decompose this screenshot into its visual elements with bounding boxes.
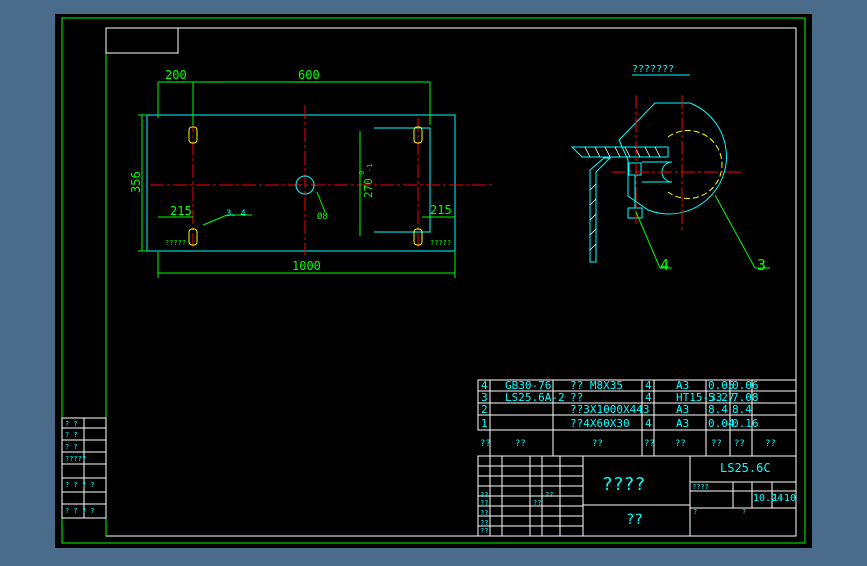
bom-cell-name: ??	[570, 391, 583, 404]
drawing-number: LS25.6C	[720, 461, 771, 475]
stage-label: ????	[692, 483, 709, 491]
title-tiny-2: ?	[742, 508, 746, 516]
bom-cell-code: GB30-76	[505, 379, 551, 392]
bom-cell-no: 4	[481, 379, 488, 392]
bom-cell-mat: A3	[676, 417, 689, 430]
center-hole	[295, 175, 315, 195]
bom-cell-mat: HT15-33	[676, 391, 722, 404]
title-left-label: ??	[480, 519, 488, 527]
dim-356: 356	[129, 171, 143, 193]
bom-cell-w2: 0.16	[732, 417, 759, 430]
bom-cell-qty: 4	[645, 391, 652, 404]
part-name: ????	[602, 474, 645, 495]
bom-cell-w1: 0.04	[708, 417, 735, 430]
bom-header-cell: ??	[644, 439, 655, 449]
title-left-label: ??	[480, 491, 488, 499]
bom-cell-no: 3	[481, 391, 488, 404]
dim-hole-dia: Ø8	[317, 211, 328, 222]
bom-cell-no: 2	[481, 403, 488, 416]
title-mid-label: ??	[545, 491, 553, 499]
slot-holes	[188, 126, 423, 246]
dim-270-tol-upper: 0	[358, 171, 366, 175]
strip-cell: ?????	[65, 455, 86, 463]
strip-cell: ? ?	[65, 431, 78, 439]
bom-cell-w2: 0.06	[732, 379, 759, 392]
dim-215-right: 215	[430, 203, 452, 217]
bom-cell-w1: 5.27	[708, 391, 735, 404]
base-plate-outline	[146, 114, 456, 252]
strip-cell: ? ?	[65, 420, 78, 428]
plan-dimension-lines	[138, 81, 456, 278]
callout-parts-3-4: 3、4	[226, 209, 246, 219]
weight-value: 10.24	[753, 493, 783, 504]
bom-cell-mat: A3	[676, 379, 689, 392]
bom-cell-w1: 8.4	[708, 403, 728, 416]
left-side-strip: ? ? ? ? ? ?????? ? ? ? ? ? ? ? ?	[61, 417, 107, 519]
title-left-label: ??	[533, 499, 541, 507]
bom-header-cell: ??	[515, 439, 526, 449]
dim-200: 200	[165, 68, 187, 82]
bom-cell-name: ??3X1000X443	[570, 403, 649, 416]
bom-cell-qty: 4	[645, 379, 652, 392]
rail-web	[589, 157, 612, 263]
part-label-3: 3	[757, 256, 766, 274]
plan-centerlines	[150, 105, 493, 255]
title-tiny-1: ?	[693, 508, 697, 516]
bom-cell-name: ??4X60X30	[570, 417, 630, 430]
bom-cell-w1: 0.05	[708, 379, 735, 392]
side-centerlines	[612, 95, 743, 230]
bom-header-cell: ??	[711, 439, 722, 449]
dim-270: 270	[362, 178, 375, 198]
plan-view: 200 600 1000 356 270 0 -1 215 215 Ø8 3、4…	[129, 68, 493, 278]
title-left-label: ??	[480, 499, 488, 507]
dim-600: 600	[298, 68, 320, 82]
bom-header-cell: ??	[480, 439, 491, 449]
side-view-title: ???????	[632, 64, 674, 75]
drawing-frame	[61, 17, 806, 544]
bom-cell-name: ?? M8X35	[570, 379, 623, 392]
side-view: ???????	[570, 64, 770, 274]
strip-cell: ? ? ? ?	[65, 507, 95, 515]
plan-dimension-texts: 200 600 1000 356 270 0 -1 215 215 Ø8 3、4…	[129, 68, 452, 273]
bom-cell-qty: 4	[645, 417, 652, 430]
plate-cutout	[374, 127, 431, 233]
dim-215-left: 215	[170, 204, 192, 218]
strip-cell: ? ?	[65, 443, 78, 451]
web-hatch	[589, 183, 597, 251]
side-leaders	[635, 194, 770, 269]
company-name: ??	[626, 512, 643, 528]
note-right: ?????	[430, 239, 451, 247]
bom-cell-w2: 7.08	[732, 391, 759, 404]
strip-cell: ? ? ? ?	[65, 481, 95, 489]
dim-270-tol-lower: -1	[366, 164, 374, 172]
scale-value: 1:10	[772, 493, 796, 504]
clamp-body	[618, 102, 727, 215]
part-label-4: 4	[660, 256, 669, 274]
bom-header-cell: ??	[592, 439, 603, 449]
dim-1000: 1000	[292, 259, 321, 273]
bom-header-cell: ??	[675, 439, 686, 449]
title-left-label: ??	[480, 509, 488, 517]
bom-cell-no: 1	[481, 417, 488, 430]
note-left: ?????	[165, 239, 186, 247]
clamp-hidden-arc	[667, 130, 723, 199]
bom-cell-code: LS25.6A-2	[505, 391, 565, 404]
bom-header-cell: ??	[765, 439, 776, 449]
bom-cell-w2: 8.4	[732, 403, 752, 416]
title-block: ???? ?? LS25.6C ???? 10.24 1:10 ? ? ????…	[477, 455, 797, 537]
bom-header-cell: ??	[734, 439, 745, 449]
title-left-label: ??	[480, 527, 488, 535]
drawing-sheet	[55, 14, 812, 548]
bom-cell-mat: A3	[676, 403, 689, 416]
